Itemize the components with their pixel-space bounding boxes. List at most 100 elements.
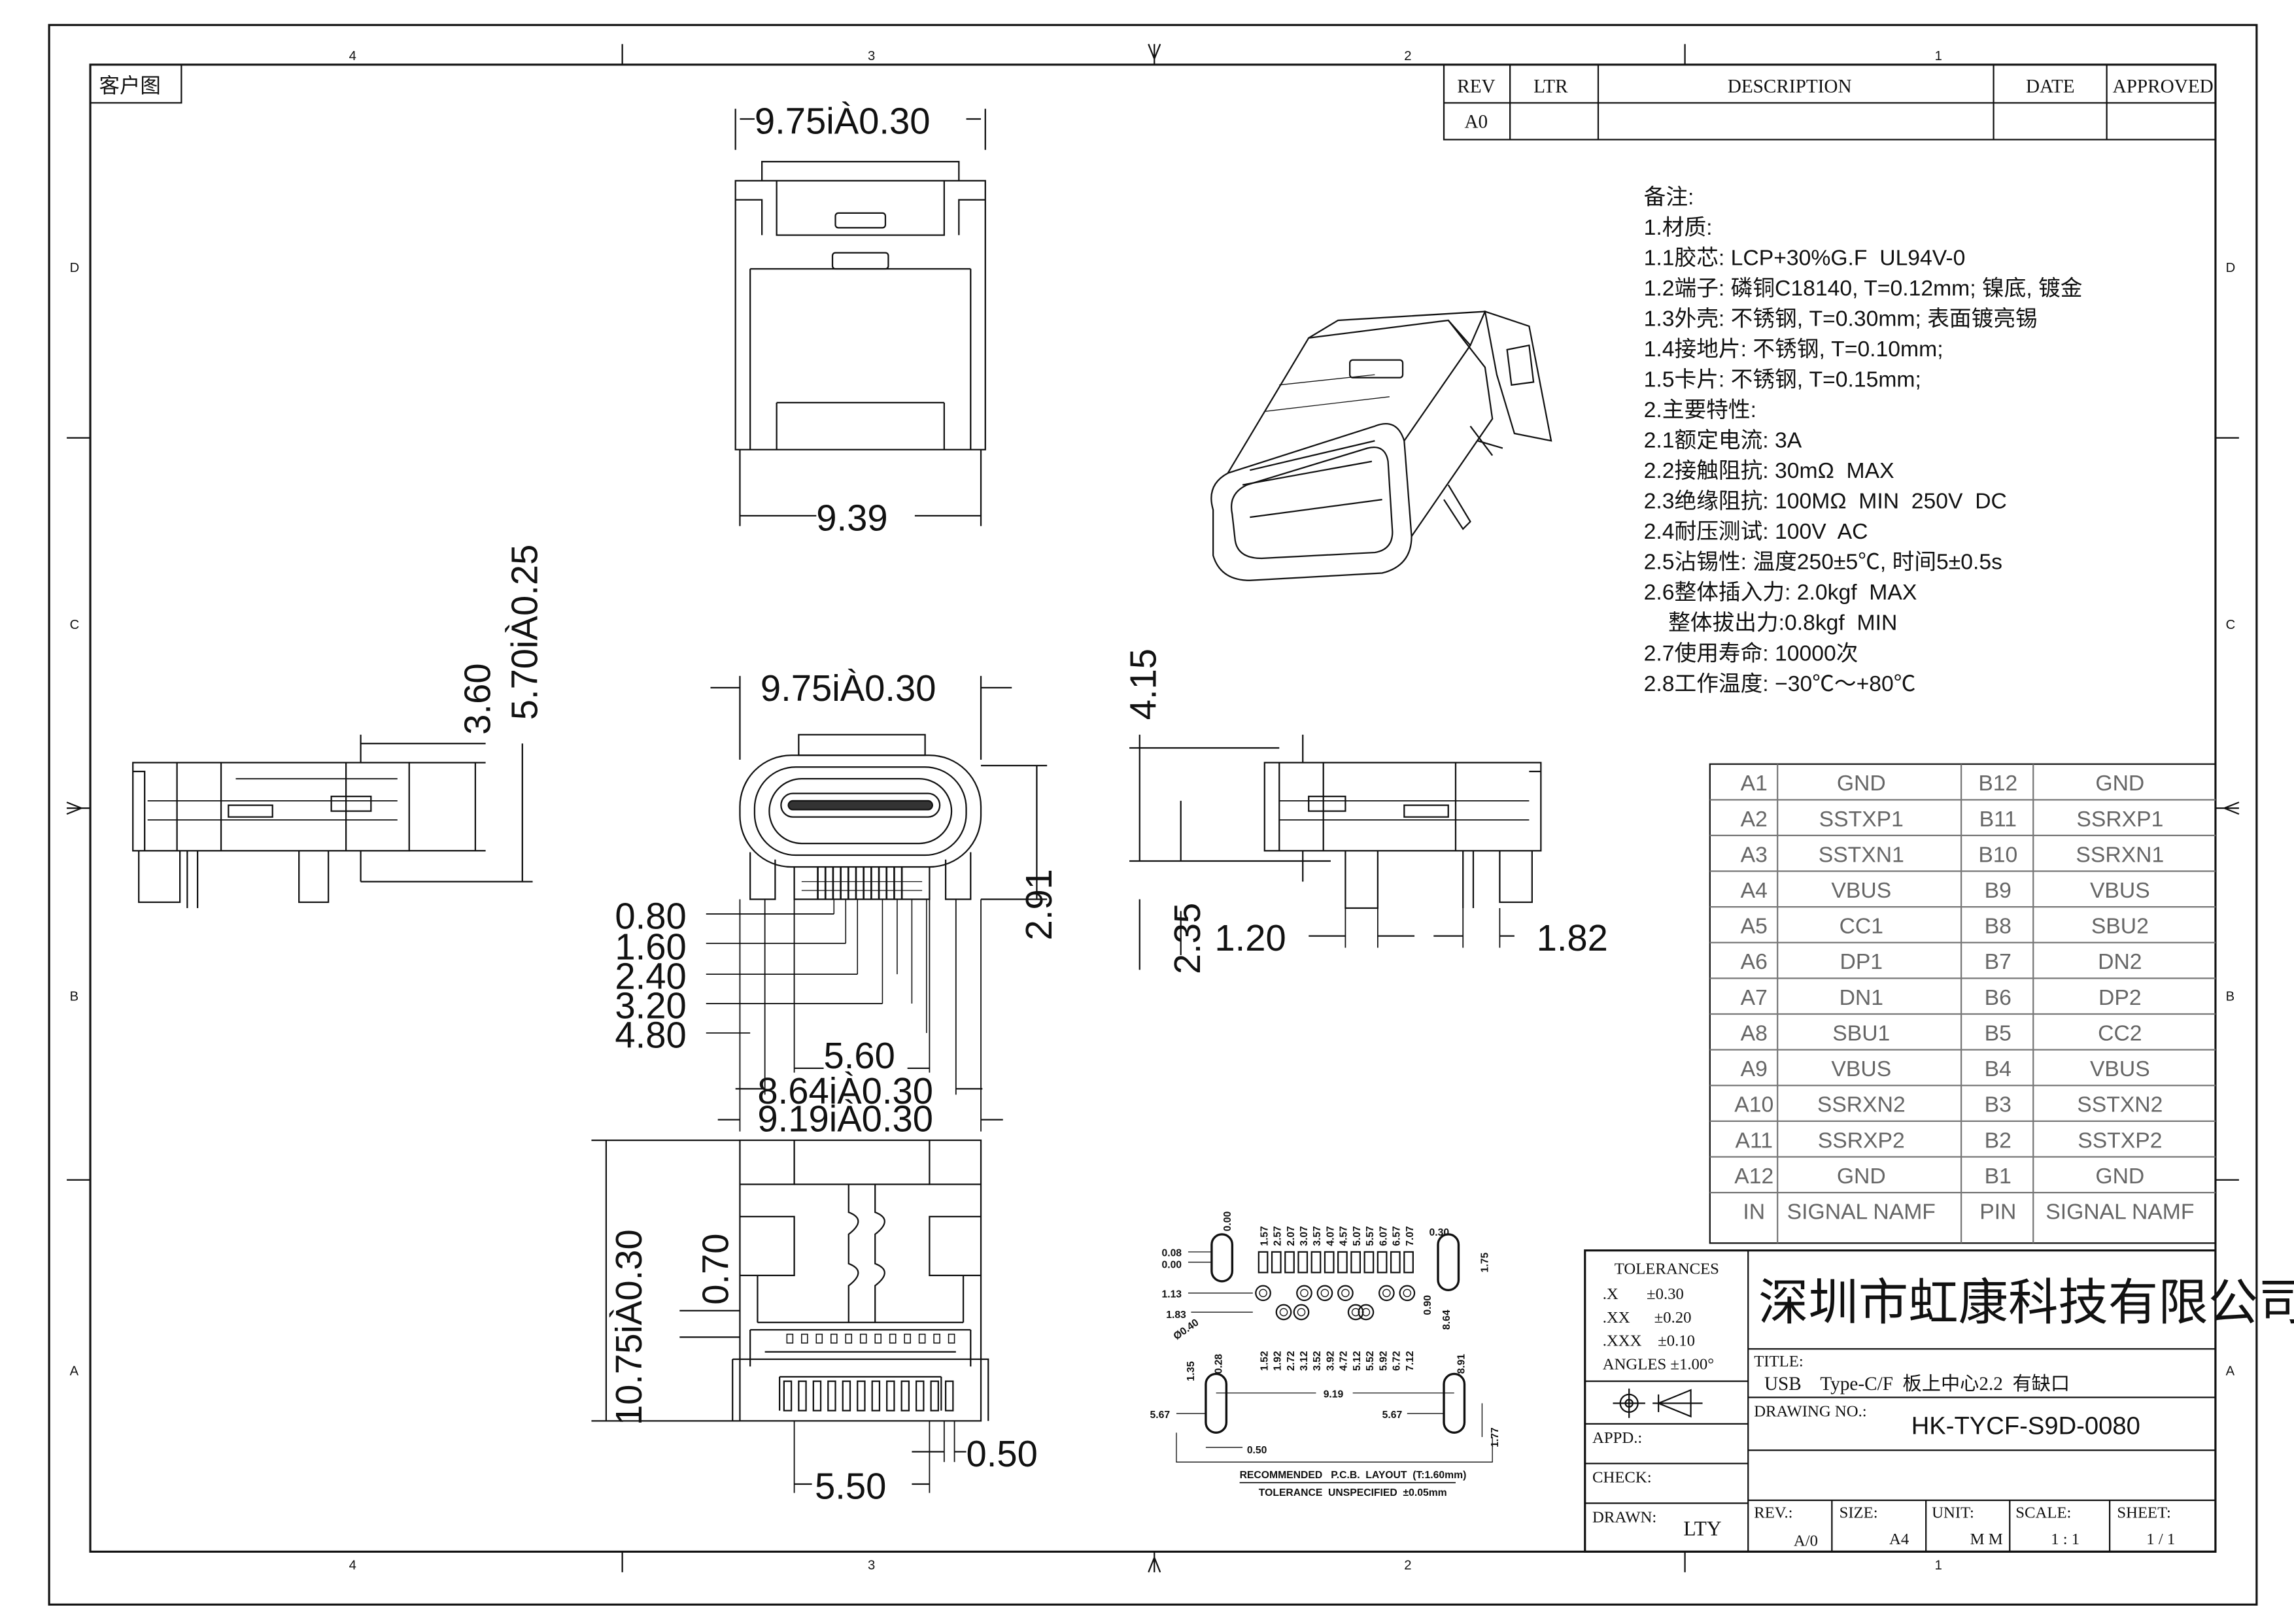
pcb-bottom-dim: 5.92 (1378, 1351, 1389, 1371)
pin-table-cell: CC1 (1840, 914, 1883, 939)
technical-notes: 备注:1.材质:1.1胶芯: LCP+30%G.F UL94V-01.2端子: … (1644, 184, 2083, 696)
rev-header: REV (1457, 76, 1495, 97)
pcb-top-dim: 3.07 (1299, 1226, 1310, 1246)
note-line: 1.材质: (1644, 215, 1713, 240)
pcb-through-hole (1296, 1285, 1312, 1302)
pcb-through-hole-drill (1382, 1289, 1391, 1298)
pin-table-cell: SSTXP2 (2078, 1128, 2162, 1153)
col-label-4: 4 (349, 49, 356, 63)
note-line: 2.2接触阻抗: 30mΩ MAX (1644, 458, 1894, 483)
pcb-caption-line2: TOLERANCE UNSPECIFIED ±0.05mm (1259, 1487, 1447, 1498)
pin-table-cell: GND (1837, 1164, 1886, 1189)
pin-table-cell: DN2 (2098, 949, 2142, 974)
pcb-through-hole (1378, 1285, 1395, 1302)
pin-table-cell: B3 (1985, 1092, 2012, 1117)
pcb-dim-1-77: 1.77 (1490, 1427, 1501, 1447)
side-view-right: 4.15 2.35 1.20 1.82 (1122, 649, 1607, 974)
pcb-dim-1-83: 1.83 (1166, 1310, 1186, 1321)
dim-pitch-1-60: 1.60 (615, 926, 686, 968)
row-label-d: D (70, 261, 80, 275)
pin-table-cell: SSRXP1 (2076, 807, 2163, 832)
row-label-b-right: B (2226, 990, 2235, 1004)
row-label-b: B (70, 990, 79, 1004)
bottom-view: 10.75iÀ0.30 0.70 5.50 0.50 (591, 1139, 1038, 1506)
pcb-dim-0-90: 0.90 (1422, 1295, 1433, 1315)
pin-table-cell: DN1 (1840, 985, 1883, 1010)
pin-table-cell: GND (2095, 771, 2144, 796)
ltr-header: LTR (1533, 76, 1568, 97)
tolerance-angles: ANGLES ±1.00° (1603, 1356, 1714, 1374)
bottom-pin-tip (801, 1333, 808, 1344)
bottom-pin (871, 1380, 881, 1412)
pin-table-cell: VBUS (2090, 878, 2150, 903)
pin-table-cell: DP1 (1840, 949, 1883, 974)
scale-value: 1 : 1 (2051, 1531, 2080, 1548)
company-name: 深圳市虹康科技有限公司 (1758, 1275, 2294, 1330)
pcb-smd-pad (1284, 1251, 1295, 1274)
size-value: A4 (1889, 1531, 1909, 1548)
bottom-pin (827, 1380, 836, 1412)
bottom-pin-tip (948, 1333, 955, 1344)
note-line: 1.5卡片: 不锈钢, T=0.15mm; (1644, 367, 1921, 392)
bottom-pin-tip (845, 1333, 853, 1344)
pcb-top-dim: 7.07 (1405, 1226, 1416, 1246)
note-line: 2.主要特性: (1644, 398, 1756, 422)
unit-value: M M (1970, 1531, 2003, 1548)
description-header: DESCRIPTION (1728, 76, 1852, 97)
drawing-number: HK-TYCF-S9D-0080 (1911, 1412, 2140, 1440)
pcb-smd-pad (1310, 1251, 1322, 1274)
col-label-3: 3 (868, 49, 875, 63)
pin-table-cell: CC2 (2098, 1021, 2142, 1045)
side-view-left: 3.60 5.70iÀ0.25 (132, 545, 545, 908)
row-label-a: A (70, 1364, 79, 1379)
pin-table-cell: B12 (1978, 771, 2017, 796)
pcb-dim-0-30: 0.30 (1429, 1227, 1450, 1238)
pin-table-cell: A2 (1741, 807, 1768, 832)
pcb-dim-8-91: 8.91 (1456, 1354, 1467, 1374)
title-value: USB Type-C/F 板上中心2.2 有缺口 (1764, 1373, 2070, 1395)
bottom-pin-tip (815, 1333, 823, 1344)
pcb-top-dim: 2.07 (1286, 1226, 1297, 1246)
tolerance-xx: .XX ±0.20 (1603, 1309, 1692, 1327)
note-line: 2.4耐压测试: 100V AC (1644, 519, 1868, 544)
pin-table-cell: A10 (1734, 1092, 1773, 1117)
pcb-through-hole-drill (1259, 1289, 1267, 1298)
bottom-pin-tip (918, 1333, 926, 1344)
pin-table-cell: A7 (1741, 985, 1768, 1010)
bottom-pin-tip (830, 1333, 838, 1344)
bottom-pin-tip (933, 1333, 940, 1344)
col-label-3-bottom: 3 (868, 1558, 875, 1572)
note-line: 1.4接地片: 不锈钢, T=0.10mm; (1644, 337, 1943, 362)
pin-table-cell: SSRXN2 (1817, 1092, 1906, 1117)
dim-pitch-2-40: 2.40 (615, 956, 686, 997)
bottom-pin (798, 1380, 807, 1412)
pin-table-cell: B7 (1985, 949, 2012, 974)
note-line: 1.1胶芯: LCP+30%G.F UL94V-0 (1644, 245, 1966, 270)
dim-pitch-4-80: 4.80 (615, 1014, 686, 1055)
bottom-pin (916, 1380, 925, 1412)
dim-top-width: 9.75iÀ0.30 (755, 101, 931, 142)
pcb-top-dim: 5.07 (1352, 1226, 1363, 1246)
pin-table-header-cell: PIN (1979, 1200, 2016, 1225)
check-label: CHECK: (1592, 1469, 1652, 1487)
pcb-smd-pad (1350, 1251, 1361, 1274)
pcb-dim-5-67-right: 5.67 (1382, 1410, 1403, 1421)
approved-header: APPROVED (2113, 76, 2214, 97)
note-line: 2.7使用寿命: 10000次 (1644, 641, 1858, 666)
pcb-smd-pad (1324, 1251, 1335, 1274)
pcb-through-hole (1399, 1285, 1416, 1302)
pin-table-cell: A11 (1735, 1128, 1772, 1153)
pcb-bottom-dim: 3.12 (1299, 1351, 1310, 1371)
pcb-top-dim: 6.57 (1392, 1226, 1403, 1246)
pin-table-cell: SBU2 (2091, 914, 2149, 939)
scale-label: SCALE: (2015, 1504, 2071, 1522)
pcb-smd-pad (1377, 1251, 1388, 1274)
bottom-pin (842, 1380, 851, 1412)
pin-table-cell: SSTXN2 (2077, 1092, 2163, 1117)
drawn-value: LTY (1683, 1517, 1721, 1540)
bottom-pin (886, 1380, 895, 1412)
pcb-through-hole (1347, 1304, 1364, 1321)
note-line: 2.1额定电流: 3A (1644, 428, 1802, 453)
pin-table-cell: B9 (1985, 878, 2012, 903)
rev-label: REV.: (1754, 1504, 1792, 1522)
